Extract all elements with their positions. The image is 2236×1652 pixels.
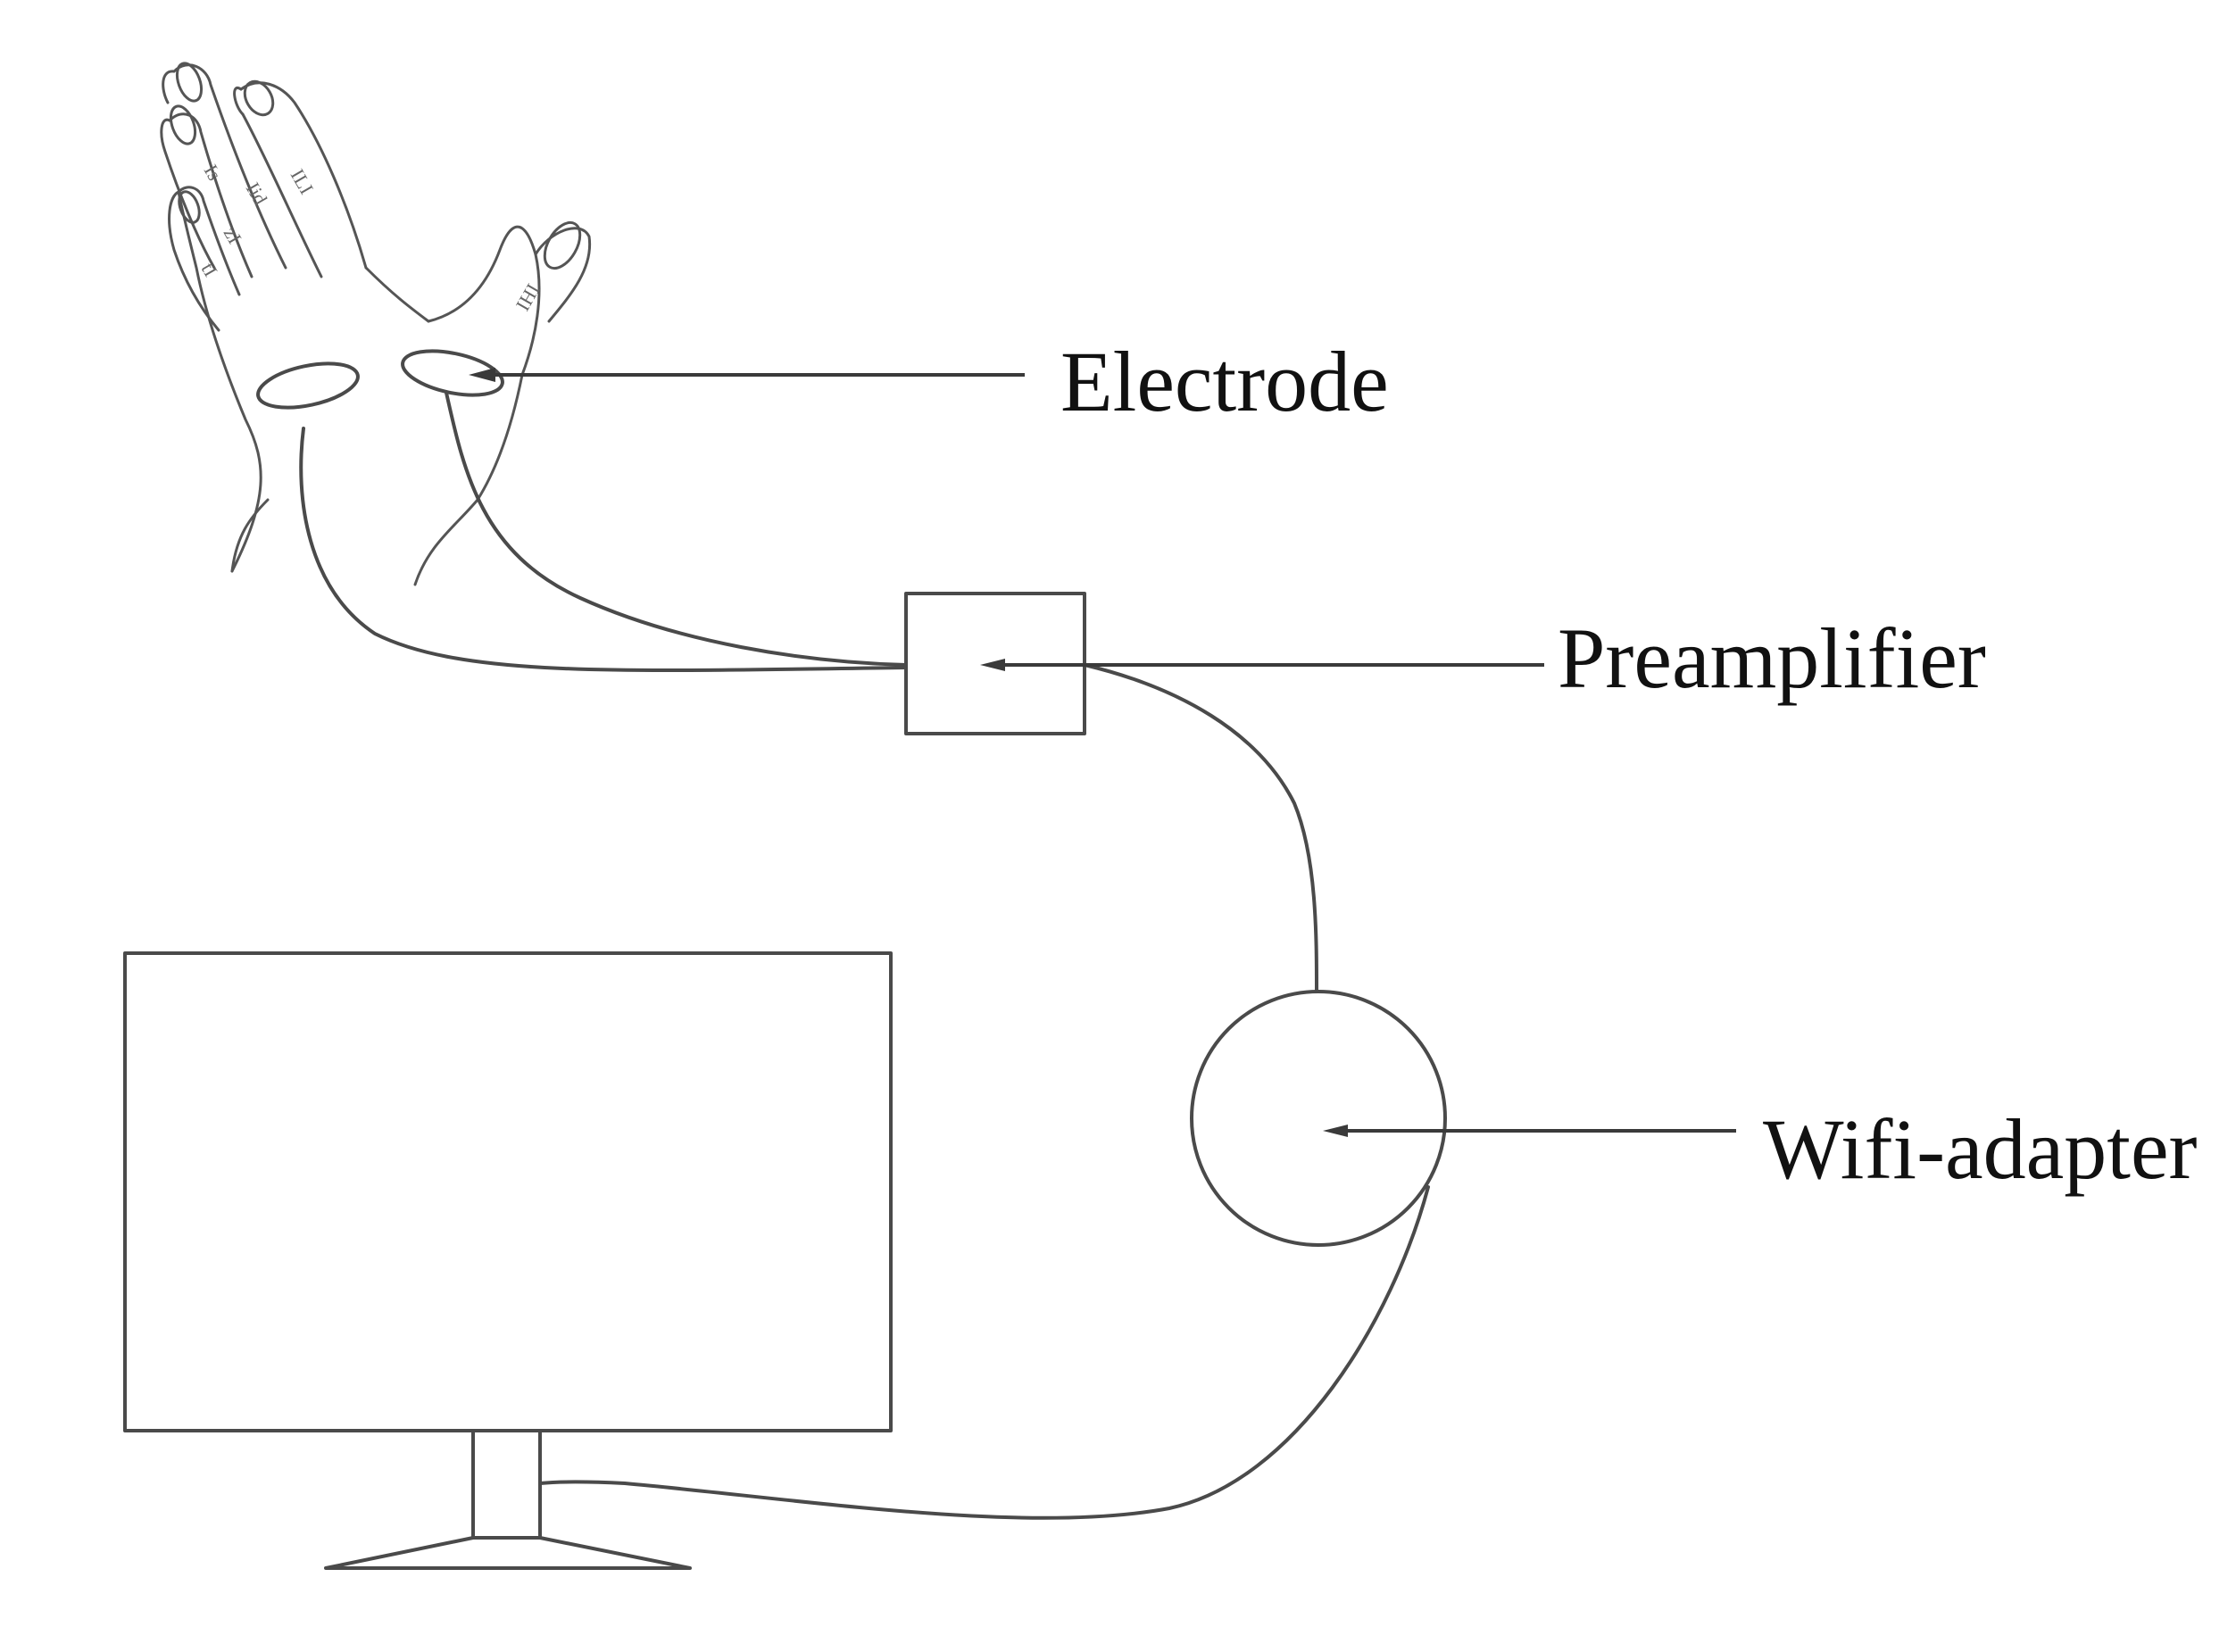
monitor [123, 951, 893, 1570]
leader-lines [469, 368, 1736, 1137]
electrode-right [401, 349, 504, 397]
electrodes [256, 349, 504, 410]
arrow-head-wifi-adapter [1323, 1125, 1348, 1137]
arrow-head-electrode [469, 368, 495, 382]
electrode-wires [299, 391, 908, 673]
preamplifier-label: Preamplifier [1558, 610, 1986, 706]
preamp-to-wifi-wire [1083, 663, 1318, 992]
arrow-head-preamplifier [980, 659, 1005, 671]
svg-text:tI: tI [197, 259, 222, 280]
electrode-left [256, 361, 360, 410]
svg-text:zI: zI [220, 223, 246, 247]
monitor-neck [471, 1429, 542, 1540]
monitor-screen [123, 951, 893, 1432]
electrode-label: Electrode [1060, 334, 1389, 429]
wifi-adapter-label: Wifi-adapter [1763, 1101, 2198, 1197]
hand-illustration: Is Iid ILI tI zI IHI [160, 62, 592, 586]
wifi-adapter-circle [1190, 990, 1447, 1247]
svg-text:Is: Is [200, 161, 227, 184]
wifi-to-monitor-wire [538, 1185, 1430, 1520]
monitor-base [324, 1536, 692, 1570]
svg-text:ILI: ILI [287, 165, 319, 198]
